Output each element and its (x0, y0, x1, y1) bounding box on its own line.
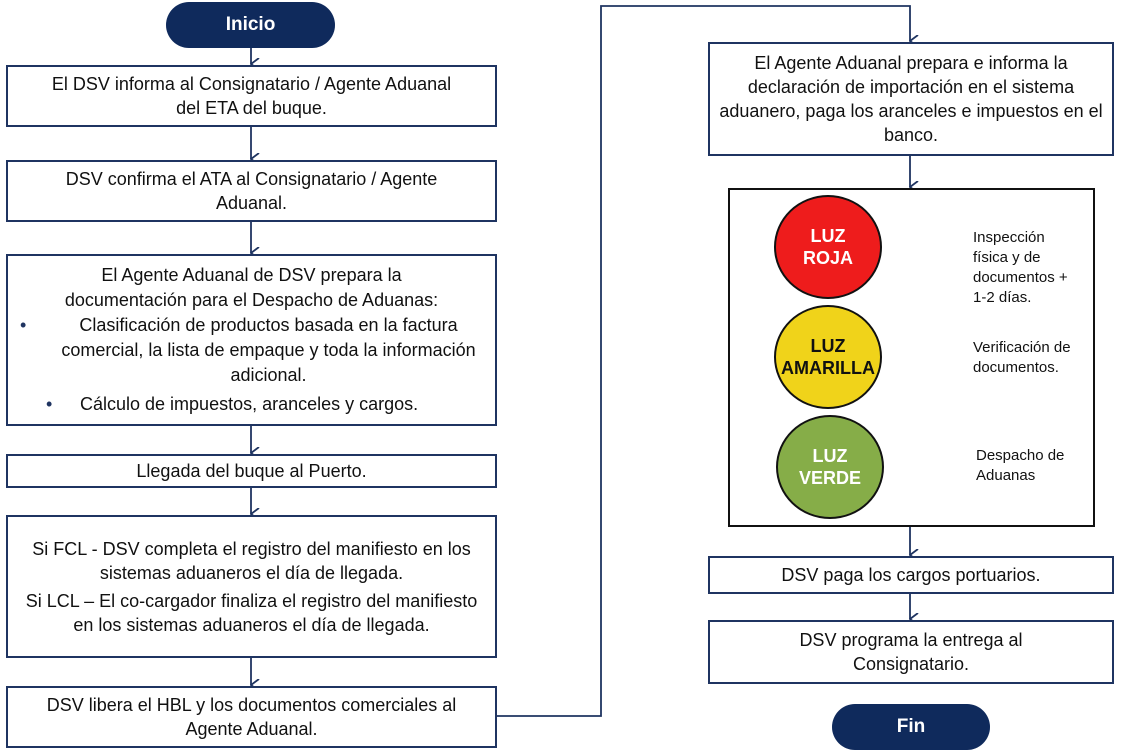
step-text: DSV confirma el ATA al Consignatario / A… (65, 169, 438, 189)
step-delivery: DSV programa la entrega al Consignatario… (708, 620, 1114, 684)
light-label: VERDE (798, 468, 861, 488)
end-terminal: Fin (832, 704, 990, 750)
step-text: DSV programa la entrega al (799, 630, 1023, 650)
step-text: documentación para el Despacho de Aduana… (64, 290, 439, 310)
light-label: ROJA (802, 248, 853, 268)
step-hbl-release: DSV libera el HBL y los documentos comer… (6, 686, 497, 748)
step-documentation: El Agente Aduanal de DSV prepara la docu… (6, 254, 497, 426)
light-label: LUZ (810, 226, 846, 246)
step-text: DSV paga los cargos portuarios. (781, 565, 1041, 585)
step-text: Si LCL – El co-cargador finaliza el regi… (25, 590, 478, 635)
step-text: Si FCL - DSV completa el registro del ma… (32, 538, 471, 583)
step-text: El Agente Aduanal prepara e informa la d… (719, 53, 1103, 145)
green-light-result: Despacho de Aduanas (976, 447, 1065, 484)
step-text: Agente Aduanal. (185, 719, 318, 739)
step-text: Llegada del buque al Puerto. (136, 461, 367, 481)
step-text: Aduanal. (215, 193, 288, 213)
step-eta: El DSV informa al Consignatario / Agente… (6, 65, 497, 127)
step-import-declaration: El Agente Aduanal prepara e informa la d… (708, 42, 1114, 156)
bullet-item: •Cálculo de impuestos, aranceles y cargo… (46, 394, 419, 414)
step-ata: DSV confirma el ATA al Consignatario / A… (6, 160, 497, 222)
light-label: LUZ (810, 336, 846, 356)
light-label: AMARILLA (781, 358, 875, 378)
step-text: del ETA del buque. (176, 98, 327, 118)
step-text: El DSV informa al Consignatario / Agente… (51, 74, 452, 94)
step-port-charges: DSV paga los cargos portuarios. (708, 556, 1114, 594)
arrow-connector (497, 5, 910, 717)
step-text: El Agente Aduanal de DSV prepara la (101, 265, 402, 285)
start-terminal: Inicio (166, 2, 335, 48)
light-label: LUZ (812, 446, 848, 466)
step-text: Consignatario. (852, 654, 970, 674)
bullet-item: •Clasificación de productos basada en la… (20, 315, 476, 385)
step-vessel-arrival: Llegada del buque al Puerto. (6, 454, 497, 488)
step-text: DSV libera el HBL y los documentos comer… (46, 695, 457, 715)
step-manifest: Si FCL - DSV completa el registro del ma… (6, 515, 497, 658)
red-light-result: Inspección física y de documentos + 1-2 … (973, 229, 1068, 306)
yellow-light-result: Verificación de documentos. (973, 339, 1071, 376)
